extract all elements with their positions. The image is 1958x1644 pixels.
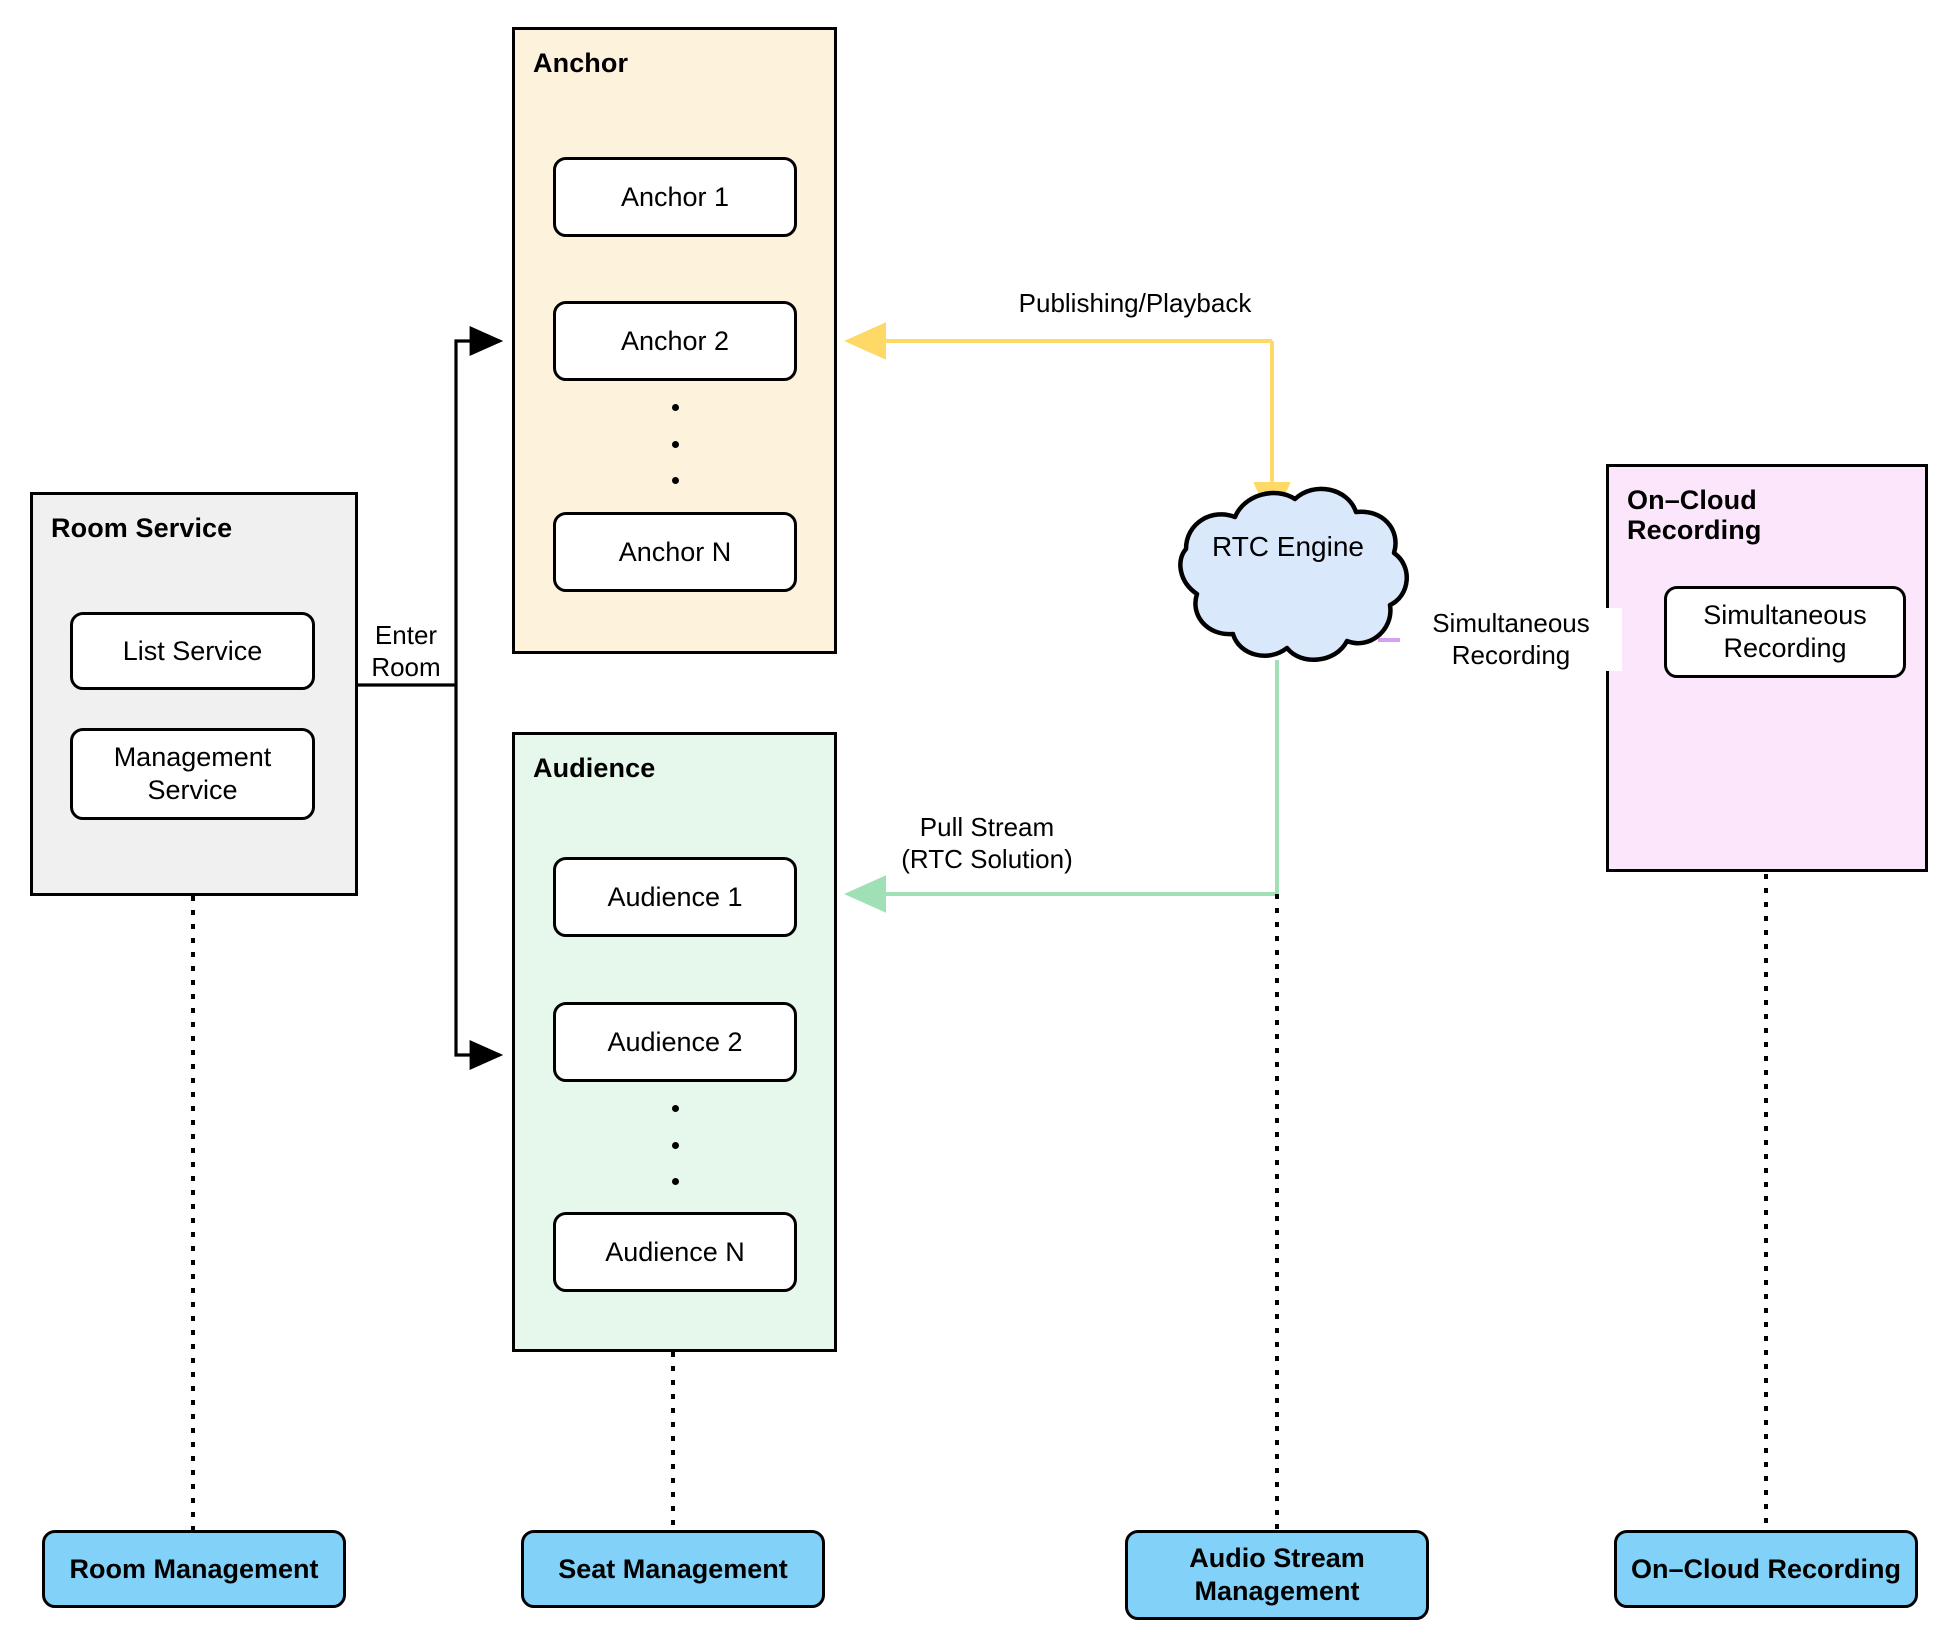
edge-label-pull-stream: Pull Stream (RTC Solution)	[862, 812, 1112, 876]
audience-group-title: Audience	[533, 753, 656, 783]
bottom-box-on-cloud-recording[interactable]: On–Cloud Recording	[1614, 1530, 1918, 1608]
rtc-engine-node[interactable]: RTC Engine	[1158, 475, 1418, 665]
management-service-node[interactable]: Management Service	[70, 728, 315, 820]
anchor-n-label: Anchor N	[618, 536, 732, 567]
bottom-box-seat-management-label: Seat Management	[558, 1553, 788, 1584]
bottom-box-audio-stream-management[interactable]: Audio Stream Management	[1125, 1530, 1429, 1620]
audience-1-label: Audience 1	[607, 881, 743, 912]
list-service-node[interactable]: List Service	[70, 612, 315, 690]
rtc-engine-label: RTC Engine	[1211, 531, 1364, 562]
audience-2-label: Audience 2	[607, 1026, 743, 1057]
audience-n-label: Audience N	[605, 1236, 745, 1267]
bottom-box-room-management[interactable]: Room Management	[42, 1530, 346, 1608]
anchor-1-node[interactable]: Anchor 1	[553, 157, 797, 237]
edge-label-simultaneous-recording: Simultaneous Recording	[1400, 608, 1622, 672]
audience-2-node[interactable]: Audience 2	[553, 1002, 797, 1082]
anchor-n-node[interactable]: Anchor N	[553, 512, 797, 592]
edge-label-enter-room: Enter Room	[360, 620, 452, 684]
simultaneous-recording-node[interactable]: Simultaneous Recording	[1664, 586, 1906, 678]
simultaneous-recording-label: Simultaneous Recording	[1703, 600, 1867, 663]
management-service-label: Management Service	[113, 742, 272, 805]
anchor-2-label: Anchor 2	[620, 325, 730, 356]
audience-n-node[interactable]: Audience N	[553, 1212, 797, 1292]
audience-1-node[interactable]: Audience 1	[553, 857, 797, 937]
edge-enter-room	[358, 325, 504, 1071]
on-cloud-recording-title: On–Cloud Recording	[1627, 485, 1762, 546]
bottom-box-seat-management[interactable]: Seat Management	[521, 1530, 825, 1608]
anchor-group-title: Anchor	[533, 48, 629, 78]
bottom-box-audio-stream-management-label: Audio Stream Management	[1189, 1543, 1365, 1606]
room-service-group: Room Service	[30, 492, 358, 896]
list-service-label: List Service	[122, 635, 263, 666]
audience-ellipsis-icon	[665, 1105, 685, 1185]
room-service-title: Room Service	[51, 513, 233, 543]
anchor-1-label: Anchor 1	[620, 181, 730, 212]
bottom-box-on-cloud-recording-label: On–Cloud Recording	[1631, 1553, 1901, 1584]
edge-label-publishing-playback: Publishing/Playback	[1000, 288, 1270, 320]
anchor-2-node[interactable]: Anchor 2	[553, 301, 797, 381]
bottom-box-room-management-label: Room Management	[69, 1553, 319, 1584]
anchor-ellipsis-icon	[665, 404, 685, 484]
